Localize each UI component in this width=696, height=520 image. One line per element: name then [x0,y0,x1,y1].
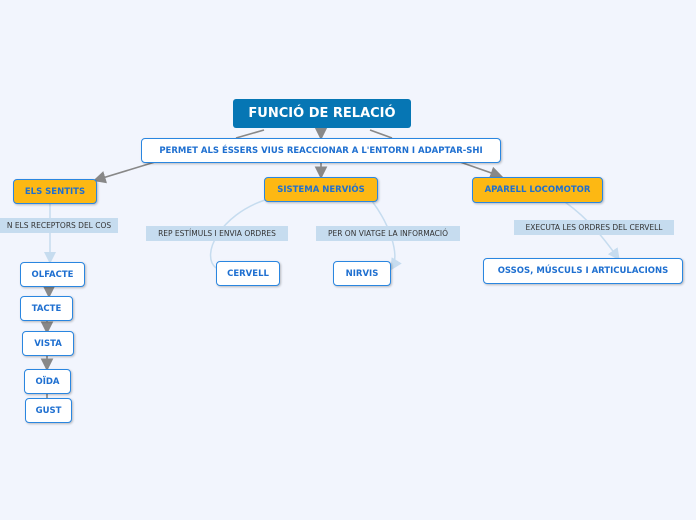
node-tacte[interactable]: TACTE [20,296,73,321]
label-per-on-viatge: PER ON VIATGE LA INFORMACIÓ [316,226,460,241]
node-nirvis[interactable]: NIRVIS [333,261,391,286]
label-receptors: N ELS RECEPTORS DEL COS [0,218,118,233]
node-sistema-nervios[interactable]: SISTEMA NERVIÓS [264,177,378,202]
node-vista[interactable]: VISTA [22,331,74,356]
node-aparell-locomotor[interactable]: APARELL LOCOMOTOR [472,177,603,203]
label-rep-estimuls: REP ESTÍMULS I ENVIA ORDRES [146,226,288,241]
label-executa: EXECUTA LES ORDRES DEL CERVELL [514,220,674,235]
node-oida[interactable]: OÏDA [24,369,71,394]
subtitle-node[interactable]: PERMET ALS ÉSSERS VIUS REACCIONAR A L'EN… [141,138,501,163]
node-olfacte[interactable]: OLFACTE [20,262,85,287]
node-ossos-musculs[interactable]: OSSOS, MÚSCULS I ARTICULACIONS [483,258,683,284]
node-cervell[interactable]: CERVELL [216,261,280,286]
node-els-sentits[interactable]: ELS SENTITS [13,179,97,204]
root-node[interactable]: FUNCIÓ DE RELACIÓ [233,99,411,128]
node-gust[interactable]: GUST [25,398,72,423]
